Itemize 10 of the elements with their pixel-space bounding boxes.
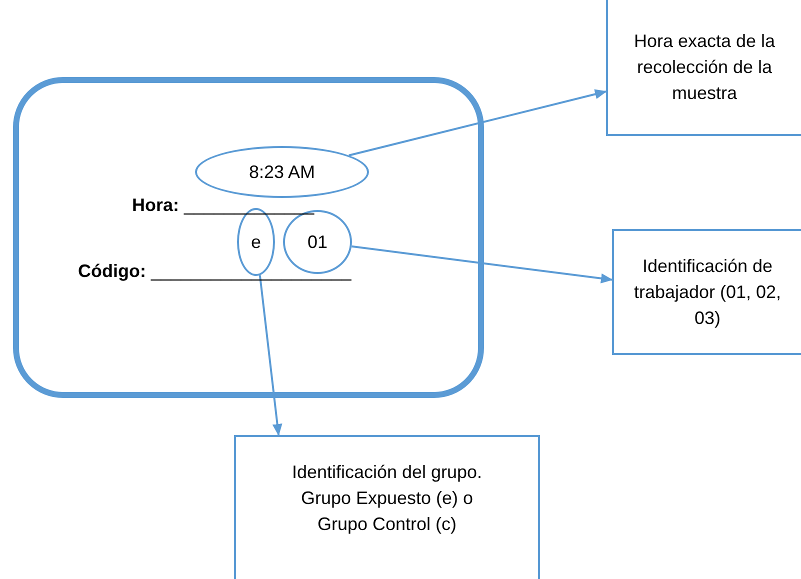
arrow bbox=[258, 275, 282, 436]
note-box: Hora exacta de la recolección de la muestra bbox=[606, 0, 801, 136]
note-box: Identificación del grupo. Grupo Expuesto (e) o Grupo Control (c) bbox=[234, 435, 540, 579]
arrow bbox=[348, 89, 607, 156]
note-box: Identificación de trabajador (01, 02, 03) bbox=[612, 229, 801, 355]
callout-ellipse: 8:23 AM bbox=[195, 146, 369, 198]
arrow bbox=[352, 245, 613, 284]
form-field: Hora: _____________ bbox=[132, 195, 314, 215]
form-field: Código: ____________________ bbox=[78, 261, 352, 281]
form-card bbox=[13, 77, 484, 398]
